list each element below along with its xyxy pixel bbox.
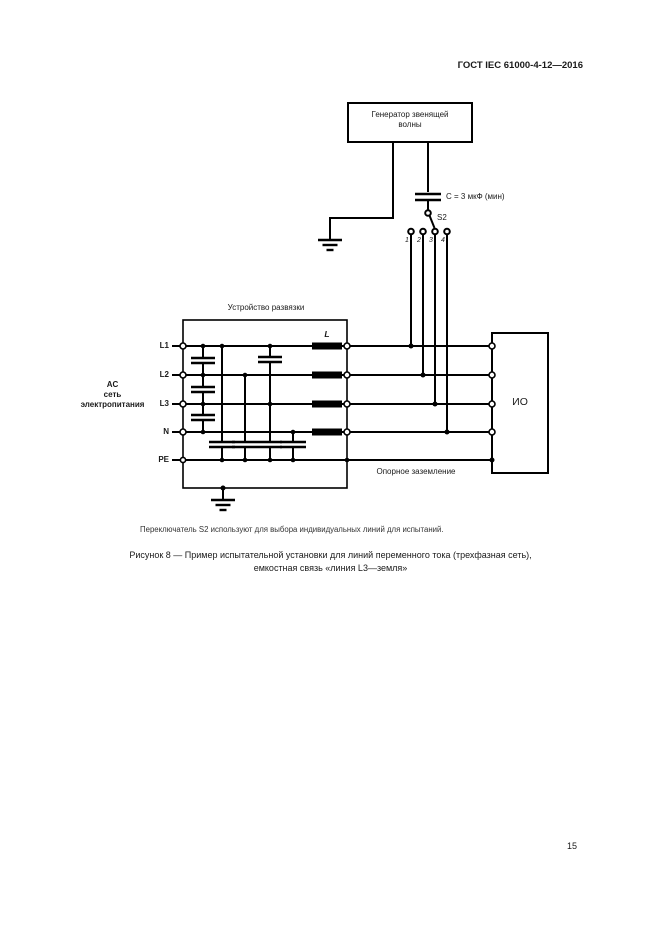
switch-contact-1: [407, 227, 415, 236]
shunt-capacitor-L3: [258, 440, 282, 460]
switch-lever: [428, 215, 436, 229]
inductor-label: L: [324, 329, 330, 339]
shunt-capacitor-L2: [232, 375, 258, 460]
earth-symbol-decoupling: [211, 488, 235, 512]
junction-dots: [200, 343, 495, 491]
switch-contact-3: [431, 227, 439, 236]
page-number: 15: [567, 841, 578, 851]
line-label-N: N: [163, 427, 169, 436]
coupling-capacitor: [415, 192, 441, 202]
capacitor-branch-L1: [258, 346, 282, 441]
earth-symbol-generator: [318, 238, 342, 252]
figure-caption-line1: Рисунок 8 — Пример испытательной установ…: [129, 550, 532, 560]
line-label-L1: L1: [159, 341, 169, 350]
coupling-capacitor-label: C = 3 мкФ (мин): [446, 192, 505, 201]
switch-contact-2: [419, 227, 427, 236]
eut-label: ИО: [512, 396, 528, 408]
contact-label-4: 4: [441, 237, 445, 244]
figure-note: Переключатель S2 используют для выбора и…: [140, 525, 444, 534]
generator-box: [347, 102, 473, 143]
switch-contact-4: [443, 227, 451, 236]
line-label-PE: PE: [158, 455, 169, 464]
generator-ground-wire: [329, 143, 394, 240]
decoupling-inductors: [312, 342, 342, 436]
generator-label: Генератор звенящей волны: [371, 110, 449, 129]
document-header: ГОСТ IEC 61000-4-12—2016: [457, 60, 583, 71]
figure-caption-line2: емкостная связь «линия L3—земля»: [253, 563, 408, 573]
terminal-circles: [179, 342, 496, 464]
contact-label-2: 2: [417, 237, 421, 244]
decoupling-device-label: Устройство развязки: [227, 303, 305, 312]
switch-label: S2: [437, 213, 447, 222]
reference-ground-label: Опорное заземление: [376, 467, 456, 476]
interline-capacitor-chain: [191, 346, 215, 432]
line-label-L3: L3: [159, 399, 169, 408]
ac-mains-label: AC сеть электропитания: [80, 380, 145, 409]
switch-pivot: [424, 209, 432, 217]
contact-label-1: 1: [405, 237, 409, 244]
line-label-L2: L2: [159, 370, 169, 379]
contact-label-3: 3: [429, 237, 433, 244]
shunt-capacitor-N: [280, 432, 306, 460]
